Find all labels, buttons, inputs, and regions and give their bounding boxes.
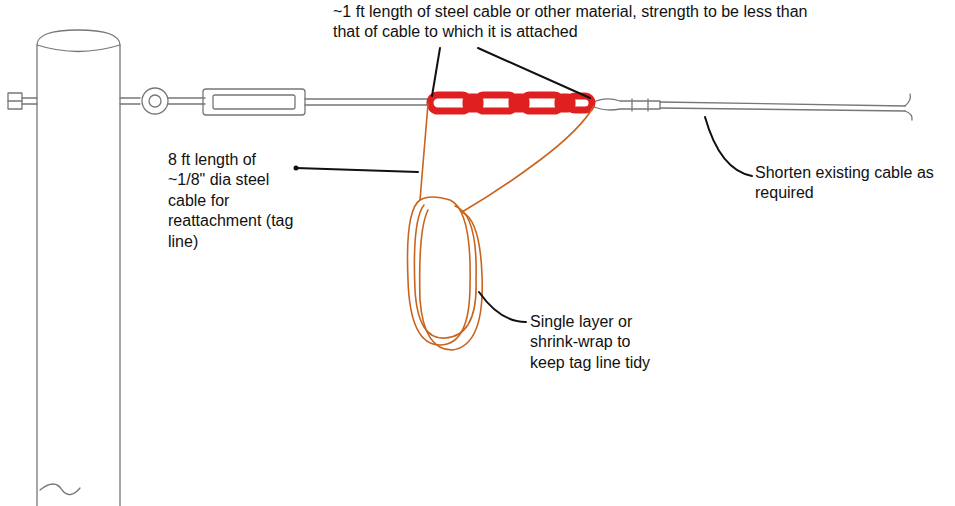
- tag-line-coil: [408, 197, 471, 345]
- eye-bolt: [149, 95, 161, 107]
- leader-line: [705, 117, 752, 176]
- tag-line-return: [462, 106, 594, 212]
- tag-line-drop: [420, 104, 428, 200]
- turnbuckle: [203, 89, 305, 115]
- bolt: [22, 103, 37, 104]
- leader-dot: [294, 166, 299, 171]
- nut-edge: [8, 100, 22, 101]
- clamp-band: [631, 99, 632, 111]
- eye-bolt-shank: [168, 98, 205, 104]
- clamp-band: [647, 99, 648, 111]
- existing-cable: [660, 102, 905, 111]
- callout-text: Shorten existing cable as required: [755, 163, 947, 204]
- callout-text: Single layer or shrink-wrap to keep tag …: [530, 312, 658, 373]
- leader-line: [296, 168, 418, 172]
- cable-clamp: [592, 99, 660, 110]
- nut: [8, 93, 22, 109]
- pole-grain: [40, 484, 80, 495]
- cable-end: [905, 94, 912, 120]
- callout-text: 8 ft length of ~1/8" dia steel cable for…: [168, 150, 294, 252]
- eye-bolt: [142, 88, 168, 114]
- bolt: [120, 97, 140, 98]
- bracket-leader: [478, 48, 590, 98]
- pole-top: [37, 45, 120, 52]
- bolt: [120, 103, 140, 104]
- pole: [37, 30, 120, 506]
- bolt: [22, 97, 37, 98]
- bracket-leader: [432, 48, 440, 96]
- fuse-chain: [430, 95, 592, 111]
- callout-text: ~1 ft length of steel cable or other mat…: [333, 2, 823, 43]
- turnbuckle-slot: [213, 95, 295, 109]
- leader-line: [479, 292, 526, 322]
- leader-lines: [296, 48, 752, 322]
- turnbuckle-rod: [305, 99, 430, 105]
- tag-line-coil: [420, 210, 483, 350]
